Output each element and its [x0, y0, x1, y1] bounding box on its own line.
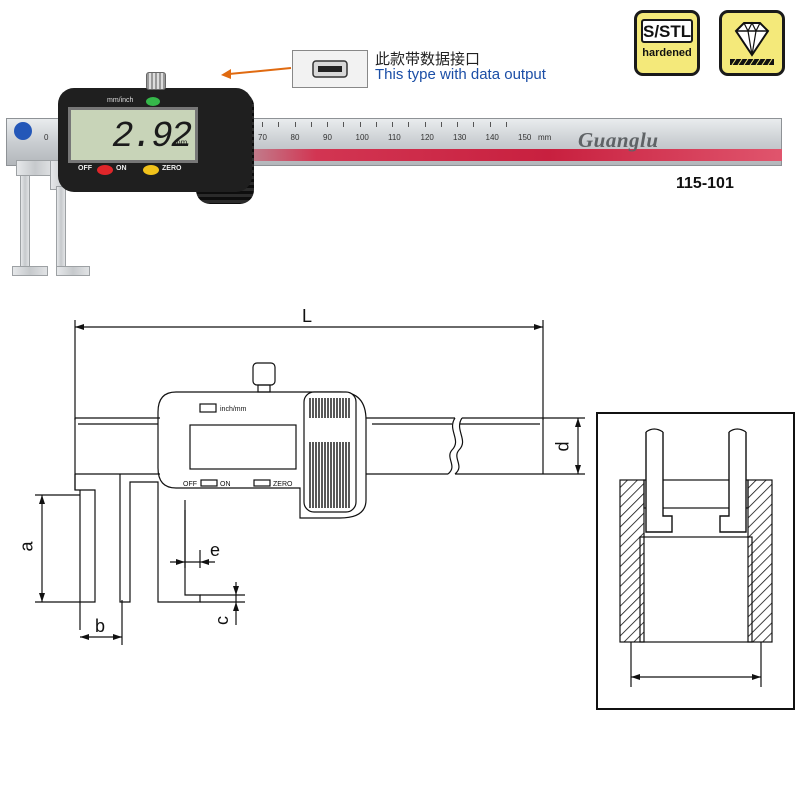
- scale-tick: [278, 122, 280, 127]
- on-label: ON: [116, 165, 127, 172]
- scale-zero: 0: [44, 133, 49, 142]
- dim-b-label: b: [95, 616, 106, 636]
- dim-c-label: c: [212, 616, 232, 625]
- data-output-arrow: [221, 67, 292, 79]
- dim-e-label: e: [210, 540, 221, 560]
- scale-tick: [392, 122, 393, 127]
- scale-tick: [505, 122, 507, 127]
- scale-unit: mm: [538, 133, 552, 142]
- scale-tick: [310, 122, 312, 127]
- off-label: OFF: [78, 165, 92, 172]
- scale-number: 110: [388, 133, 401, 142]
- lcd-display: [68, 107, 198, 163]
- drawing-off-label: OFF: [183, 481, 197, 488]
- mode-label: mm/inch: [107, 97, 134, 104]
- jaw-photo-fixed-foot: [12, 266, 48, 276]
- zero-button[interactable]: [143, 165, 159, 175]
- data-output-label-cn: 此款带数据接口: [375, 50, 481, 68]
- scale-tick: [359, 122, 361, 127]
- diamond-icon: [730, 21, 774, 66]
- scale-tick: [327, 122, 328, 127]
- scale-tick: [489, 122, 491, 127]
- scale-number: 100: [355, 133, 369, 142]
- scale-tick: [457, 122, 458, 127]
- dimension-drawing: inch/mm OFF ON ZERO: [35, 320, 585, 645]
- carbide-badge: [719, 10, 785, 76]
- data-output-label-en: This type with data output: [375, 66, 546, 83]
- jaw-photo-slider-foot: [56, 266, 90, 276]
- grip-hatching: [303, 391, 357, 513]
- dim-L-label: L: [302, 306, 313, 326]
- mode-button[interactable]: [146, 97, 160, 106]
- lcd-reading: 2.92: [112, 116, 192, 157]
- model-number: 115-101: [676, 175, 734, 192]
- material-badge: S/STL hardened: [634, 10, 700, 76]
- dim-a-label: a: [16, 541, 37, 552]
- scale-tick: [408, 122, 410, 127]
- zero-label: ZERO: [162, 165, 182, 172]
- scale-tick: [424, 122, 426, 127]
- dim-d-label: d: [552, 441, 573, 452]
- application-detail: [596, 412, 795, 710]
- scale-tick: [375, 122, 377, 127]
- drawing-on-label: ON: [220, 481, 231, 488]
- usb-port-icon: [312, 60, 348, 78]
- scale-tick: [473, 122, 475, 127]
- off-button[interactable]: [97, 165, 113, 175]
- lcd-unit: mm: [174, 138, 188, 147]
- scale-number: 90: [323, 133, 332, 142]
- scale-number: 140: [485, 133, 499, 142]
- jaw-photo-fixed: [20, 160, 30, 272]
- brand-logo-icon: [14, 122, 32, 140]
- scale-number: 130: [453, 133, 467, 142]
- beam-red-stripe: [200, 149, 782, 161]
- material-badge-title: S/STL: [641, 19, 693, 43]
- scale-tick: [440, 122, 442, 127]
- usb-port-photo: [292, 50, 368, 88]
- scale-number: 80: [290, 133, 300, 142]
- jaw-photo-fixed-top: [16, 160, 54, 176]
- drawing-mode-label: inch/mm: [220, 406, 247, 413]
- scale-number: 70: [258, 133, 267, 142]
- material-badge-subtitle: hardened: [642, 47, 692, 59]
- brand-name: Guanglu: [578, 128, 659, 152]
- scale-tick: [343, 122, 345, 127]
- scale-tick: [262, 122, 263, 127]
- jaw-photo-slider: [56, 186, 66, 272]
- scale-number: 150: [518, 133, 532, 142]
- drawing-zero-label: ZERO: [273, 481, 293, 488]
- scale-tick: [294, 122, 296, 127]
- scale-number: 120: [420, 133, 434, 142]
- locking-knob: [146, 72, 166, 90]
